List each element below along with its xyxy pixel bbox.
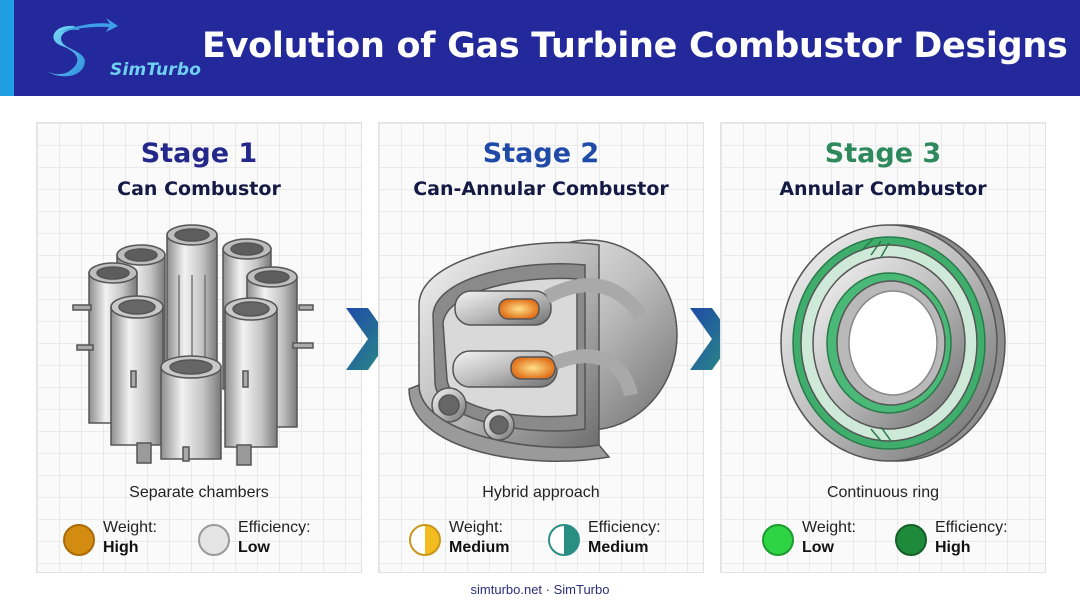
weight-label: Weight: bbox=[449, 519, 503, 536]
stage-2-label: Stage 2 bbox=[482, 138, 600, 169]
efficiency-label: Efficiency: bbox=[588, 519, 661, 536]
stage-3-panel: Stage 3 Annular Combustor Continuous r bbox=[720, 122, 1046, 573]
weight-value: Medium bbox=[449, 539, 510, 556]
footer-link[interactable]: simturbo.net · SimTurbo bbox=[470, 582, 610, 597]
can-annular-combustor-illustration bbox=[408, 239, 678, 462]
efficiency-value: Medium bbox=[588, 539, 649, 556]
stage-3-label: Stage 3 bbox=[824, 138, 942, 169]
stage-1-panel: Stage 1 Can Combustor bbox=[36, 122, 362, 573]
efficiency-label: Efficiency: bbox=[238, 519, 311, 536]
weight-low-indicator-icon bbox=[762, 524, 794, 556]
stage-3-description: Continuous ring bbox=[826, 484, 940, 501]
annular-combustor-illustration bbox=[780, 224, 1006, 462]
weight-label: Weight: bbox=[103, 519, 157, 536]
stage-3-combustor-name: Annular Combustor bbox=[779, 178, 987, 200]
logo-wordmark: SimTurbo bbox=[110, 60, 202, 80]
header-bar: SimTurbo Evolution of Gas Turbine Combus… bbox=[0, 0, 1080, 96]
can-combustor-illustration bbox=[72, 224, 314, 466]
weight-value: Low bbox=[802, 539, 834, 556]
efficiency-low-indicator-icon bbox=[198, 524, 230, 556]
stage-2-description: Hybrid approach bbox=[482, 484, 600, 501]
efficiency-high-indicator-icon bbox=[895, 524, 927, 556]
weight-value: High bbox=[103, 539, 139, 556]
simturbo-logo[interactable]: SimTurbo bbox=[40, 12, 201, 84]
stage-1-combustor-name: Can Combustor bbox=[117, 178, 281, 200]
stage-1-label: Stage 1 bbox=[140, 138, 258, 169]
weight-high-indicator-icon bbox=[63, 524, 95, 556]
weight-label: Weight: bbox=[802, 519, 856, 536]
stage-1-description: Separate chambers bbox=[129, 484, 269, 501]
efficiency-medium-indicator-icon bbox=[548, 524, 580, 556]
efficiency-value: High bbox=[935, 539, 971, 556]
page-title: Evolution of Gas Turbine Combustor Desig… bbox=[202, 26, 1068, 66]
swoosh-logo-icon bbox=[46, 18, 118, 77]
stage-2-panel: Stage 2 Can-Annular Combustor bbox=[378, 122, 704, 573]
efficiency-label: Efficiency: bbox=[935, 519, 1008, 536]
weight-medium-indicator-icon bbox=[409, 524, 441, 556]
stage-2-combustor-name: Can-Annular Combustor bbox=[413, 178, 669, 200]
header-accent-strip bbox=[0, 0, 14, 96]
efficiency-value: Low bbox=[238, 539, 270, 556]
